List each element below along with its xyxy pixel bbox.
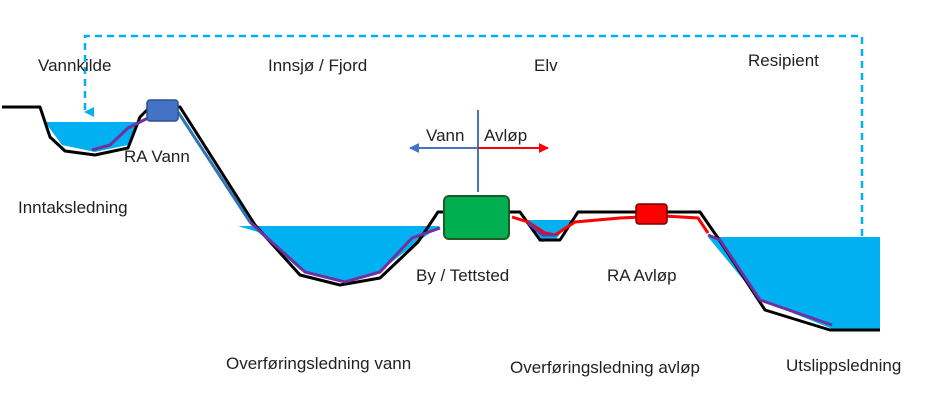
pipe-blue-transfer — [176, 111, 252, 223]
pipe-purple-intake — [91, 115, 151, 152]
return-dashed-line — [83, 34, 864, 236]
terrain-line — [2, 105, 880, 332]
label-avlop: Avløp — [484, 126, 528, 145]
label-innsjo-fjord: Innsjø / Fjord — [268, 56, 368, 75]
ra-vann-box — [146, 99, 179, 122]
elv-water — [525, 220, 572, 242]
label-overforingsledning-avlop: Overføringsledning avløp — [510, 358, 700, 377]
label-utslippsledning: Utslippsledning — [786, 356, 902, 375]
label-inntaksledning: Inntaksledning — [18, 198, 128, 217]
label-by-tettsted: By / Tettsted — [416, 266, 510, 285]
town-box — [443, 195, 510, 240]
label-vannkilde: Vannkilde — [38, 56, 112, 75]
resipient-water — [708, 237, 880, 330]
innsjo-fjord-water — [238, 226, 440, 282]
label-resipient: Resipient — [748, 51, 819, 70]
label-ra-vann: RA Vann — [124, 147, 190, 166]
label-ra-avlop: RA Avløp — [607, 266, 677, 285]
label-vann: Vann — [426, 126, 465, 145]
pipe-purple-outlet — [707, 233, 833, 327]
label-overforingsledning-vann: Overføringsledning vann — [226, 354, 412, 373]
vannkilde-water — [45, 122, 140, 152]
label-elv: Elv — [534, 56, 558, 75]
pipe-purple-lake — [248, 220, 441, 284]
ra-avlop-box — [635, 203, 668, 225]
pipe-purple-river — [527, 221, 556, 237]
